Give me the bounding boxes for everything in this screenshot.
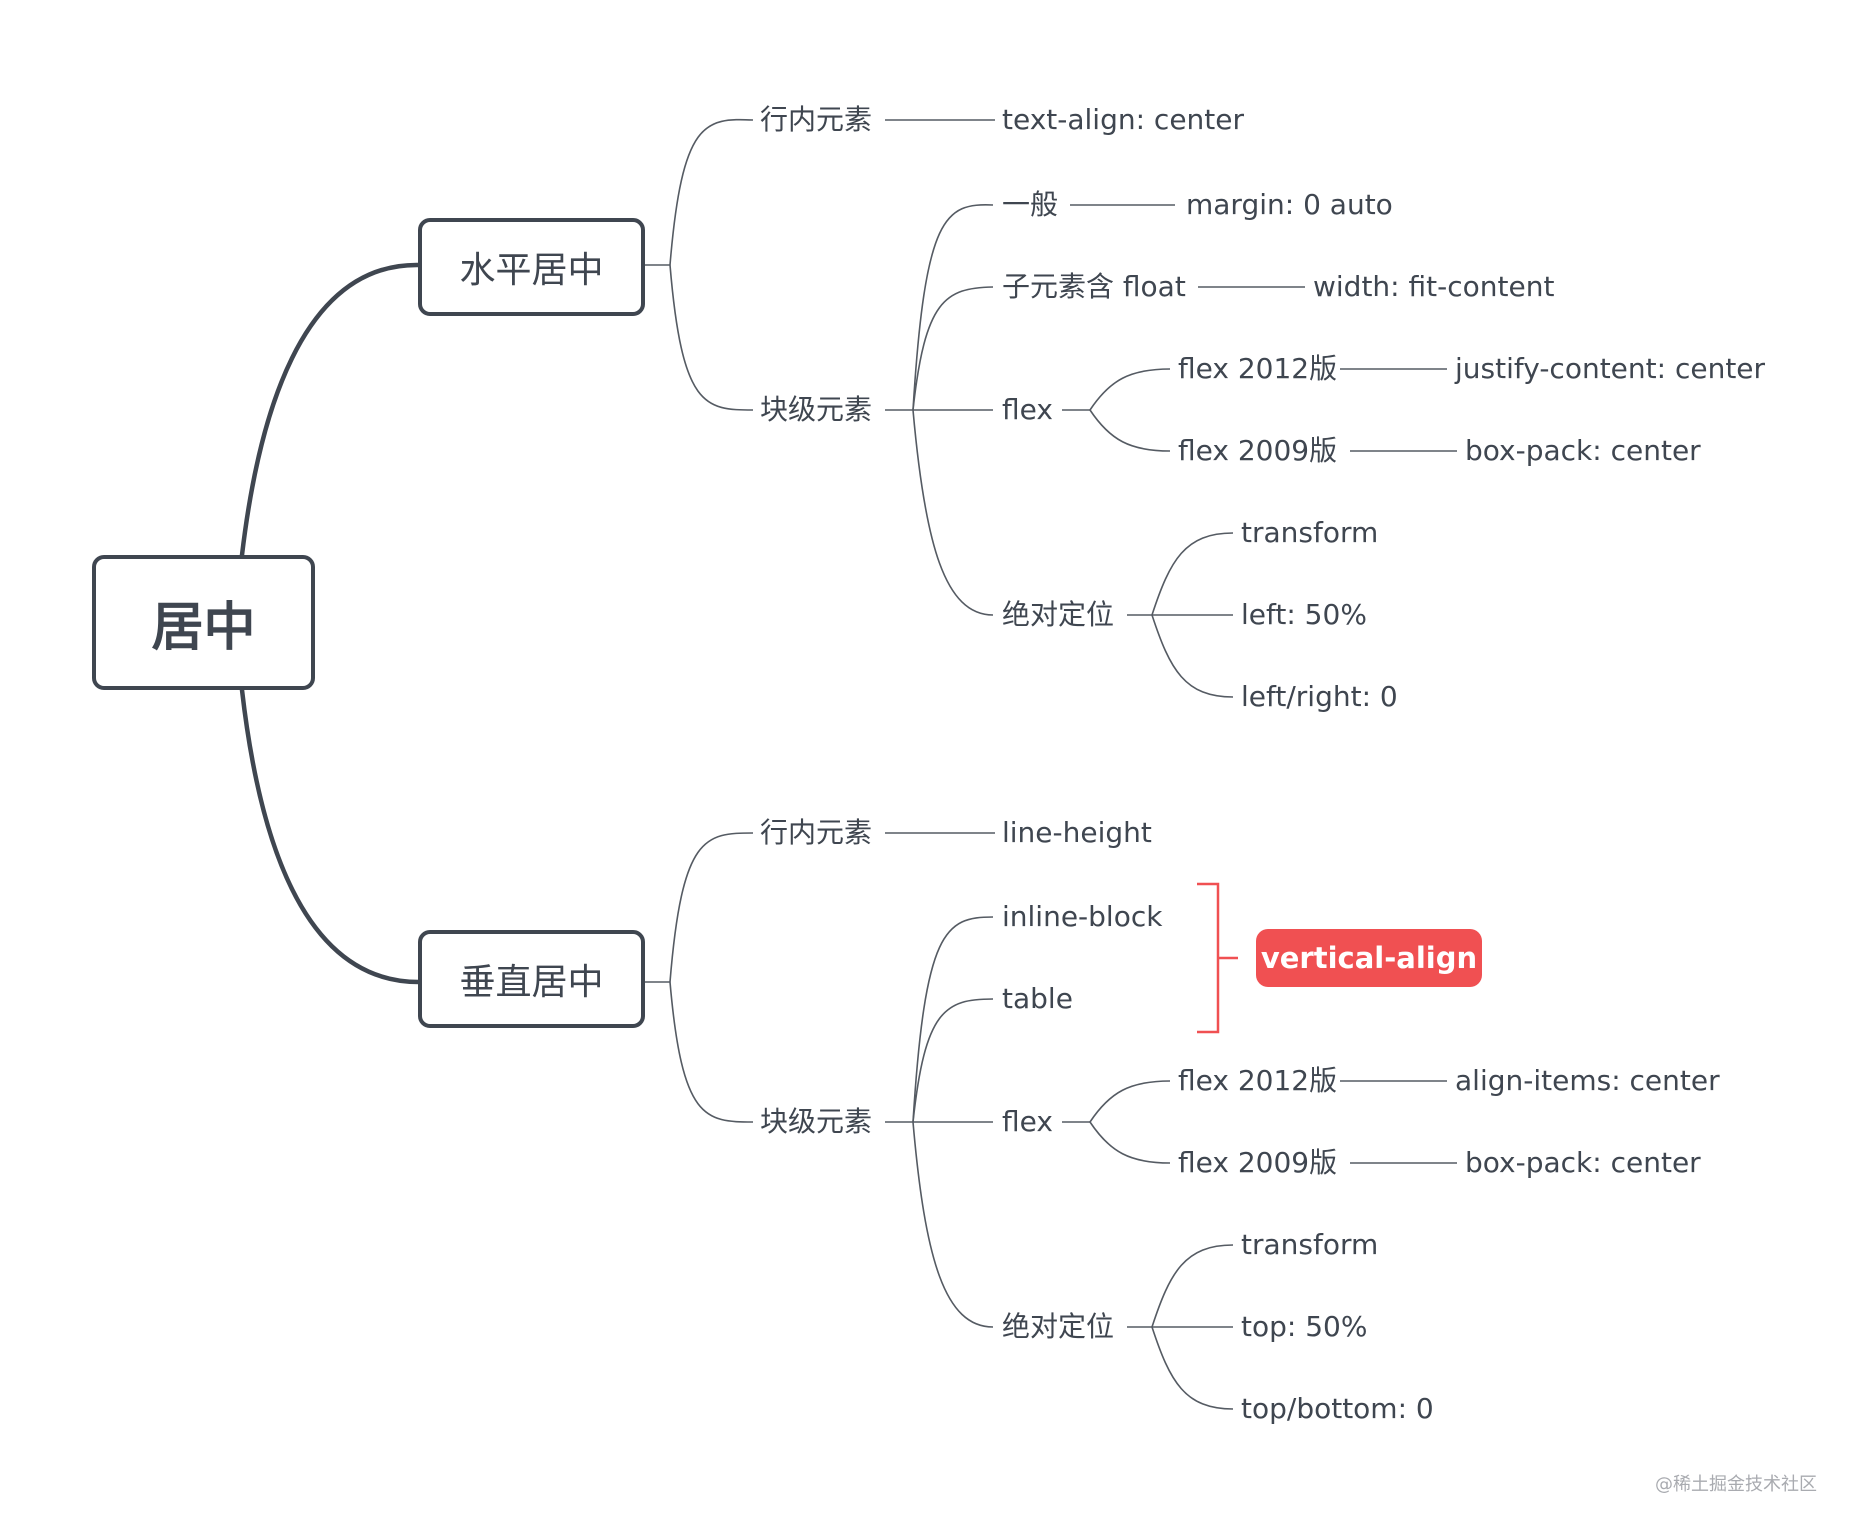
v-flex2012-label[interactable]: flex 2012版 <box>1178 1064 1338 1097</box>
v-table-label[interactable]: table <box>1002 982 1073 1015</box>
v-flex2009-label[interactable]: flex 2009版 <box>1178 1146 1338 1179</box>
h-flex2012-value[interactable]: justify-content: center <box>1455 352 1766 385</box>
vertical-align-tag[interactable]: vertical-align <box>1256 929 1482 987</box>
h-flex-label[interactable]: flex <box>1002 393 1053 426</box>
v-abs-transform-link <box>1151 1244 1234 1328</box>
v-inline-value[interactable]: line-height <box>1002 816 1152 849</box>
h-general-label[interactable]: 一般 <box>1002 188 1059 221</box>
h-abs-left[interactable]: left: 50% <box>1241 598 1367 631</box>
v-inline-label[interactable]: 行内元素 <box>760 816 873 849</box>
h-absolute-label[interactable]: 绝对定位 <box>1002 598 1115 631</box>
h-abs-transform[interactable]: transform <box>1241 516 1379 549</box>
v-abs-topbottom-link <box>1151 1326 1234 1410</box>
root-to-vertical-link <box>239 687 423 985</box>
h-flex2009-label[interactable]: flex 2009版 <box>1178 434 1338 467</box>
h-abs-leftright-link <box>1151 614 1234 698</box>
v-table-link <box>912 998 994 1123</box>
v-flex2009-value[interactable]: box-pack: center <box>1465 1146 1701 1179</box>
h-inline-value[interactable]: text-align: center <box>1002 103 1245 136</box>
root-to-horizontal-link <box>239 262 423 558</box>
v-abs-transform[interactable]: transform <box>1241 1228 1379 1261</box>
h-float-link <box>912 286 994 411</box>
h-float-label[interactable]: 子元素含 float <box>1002 270 1186 303</box>
v-absolute-link <box>912 1121 994 1328</box>
h-flex2012-label[interactable]: flex 2012版 <box>1178 352 1338 385</box>
h-general-value[interactable]: margin: 0 auto <box>1186 188 1393 221</box>
h-flex2009-value[interactable]: box-pack: center <box>1465 434 1701 467</box>
v-flex2009-link <box>1089 1121 1171 1164</box>
h-inline-label[interactable]: 行内元素 <box>760 103 873 136</box>
vertical-center-node[interactable]: 垂直居中 <box>418 930 645 1028</box>
h-flex2012-link <box>1089 368 1171 411</box>
h-absolute-link <box>912 409 994 616</box>
vertical-align-bracket <box>1197 882 1220 1034</box>
h-abs-leftright[interactable]: left/right: 0 <box>1241 680 1398 713</box>
v-abs-top[interactable]: top: 50% <box>1241 1310 1368 1343</box>
v-flex2012-link <box>1089 1080 1171 1123</box>
v-block-link <box>669 981 754 1123</box>
h-block-label[interactable]: 块级元素 <box>760 393 873 426</box>
h-float-value[interactable]: width: fit-content <box>1313 270 1555 303</box>
h-abs-transform-link <box>1151 532 1234 616</box>
root-node[interactable]: 居中 <box>92 555 315 690</box>
h-general-link <box>912 204 994 411</box>
v-block-label[interactable]: 块级元素 <box>760 1105 873 1138</box>
v-inline-link <box>669 832 754 983</box>
v-flex-label[interactable]: flex <box>1002 1105 1053 1138</box>
h-flex2009-link <box>1089 409 1171 452</box>
v-flex2012-value[interactable]: align-items: center <box>1455 1064 1720 1097</box>
v-inlineblock-link <box>912 916 994 1123</box>
v-abs-topbottom[interactable]: top/bottom: 0 <box>1241 1392 1434 1425</box>
h-block-link <box>669 264 754 411</box>
h-inline-link <box>669 118 754 266</box>
horizontal-center-node[interactable]: 水平居中 <box>418 218 645 316</box>
watermark: @稀土掘金技术社区 <box>1655 1474 1817 1495</box>
v-inlineblock-label[interactable]: inline-block <box>1002 900 1163 933</box>
v-absolute-label[interactable]: 绝对定位 <box>1002 1310 1115 1343</box>
